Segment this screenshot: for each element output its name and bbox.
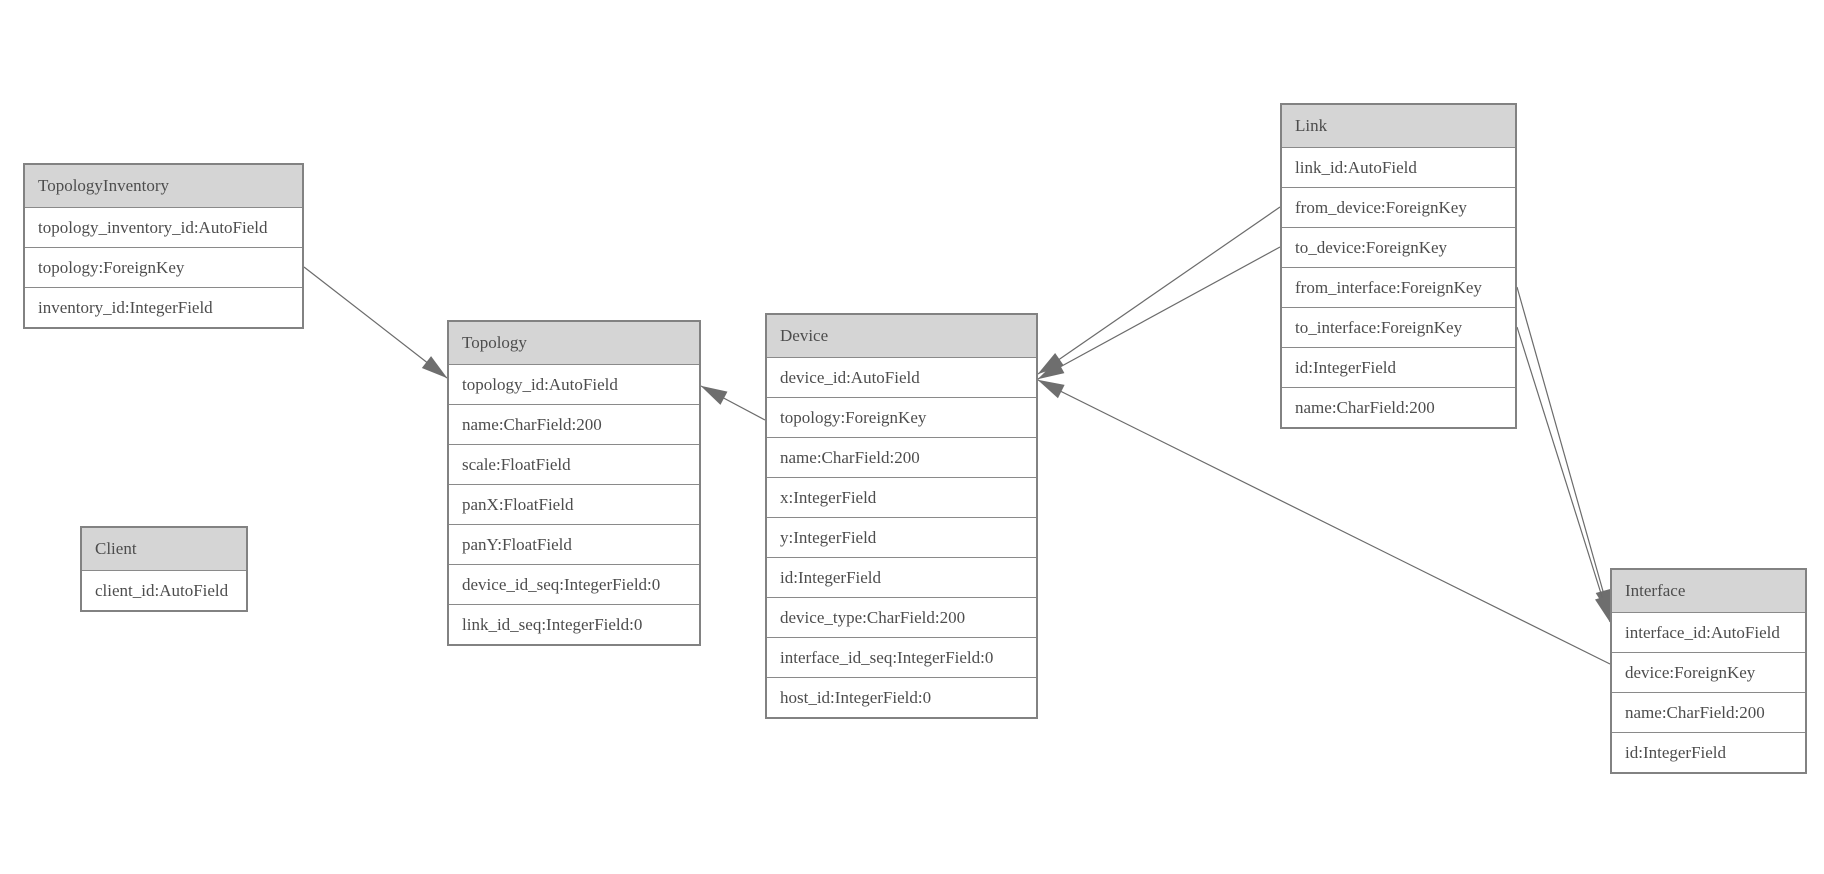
- field-row: client_id:AutoField: [82, 570, 246, 610]
- field-row: link_id_seq:IntegerField:0: [449, 604, 699, 644]
- field-row: id:IntegerField: [1282, 347, 1515, 387]
- field-row: link_id:AutoField: [1282, 147, 1515, 187]
- field-row: topology_id:AutoField: [449, 364, 699, 404]
- entity-title: Client: [82, 528, 246, 570]
- field-row: device_type:CharField:200: [767, 597, 1036, 637]
- field-row: topology:ForeignKey: [25, 247, 302, 287]
- field-row: y:IntegerField: [767, 517, 1036, 557]
- relation-edge: [1037, 379, 1611, 665]
- relation-edge: [1037, 206, 1281, 375]
- field-row: device_id_seq:IntegerField:0: [449, 564, 699, 604]
- field-row: to_interface:ForeignKey: [1282, 307, 1515, 347]
- entity-title: Topology: [449, 322, 699, 364]
- entity-title: Link: [1282, 105, 1515, 147]
- field-row: device:ForeignKey: [1612, 652, 1805, 692]
- entity-title: Device: [767, 315, 1036, 357]
- field-row: name:CharField:200: [767, 437, 1036, 477]
- field-row: device_id:AutoField: [767, 357, 1036, 397]
- field-row: id:IntegerField: [1612, 732, 1805, 772]
- field-row: from_device:ForeignKey: [1282, 187, 1515, 227]
- field-row: from_interface:ForeignKey: [1282, 267, 1515, 307]
- relation-edge: [1516, 286, 1611, 617]
- field-row: name:CharField:200: [449, 404, 699, 444]
- field-row: inventory_id:IntegerField: [25, 287, 302, 327]
- relation-edge: [1037, 246, 1281, 380]
- relation-edge: [1516, 326, 1611, 623]
- field-row: id:IntegerField: [767, 557, 1036, 597]
- field-row: topology_inventory_id:AutoField: [25, 207, 302, 247]
- field-row: panX:FloatField: [449, 484, 699, 524]
- relation-edge: [303, 266, 448, 379]
- field-row: interface_id_seq:IntegerField:0: [767, 637, 1036, 677]
- field-row: name:CharField:200: [1612, 692, 1805, 732]
- entity-title: Interface: [1612, 570, 1805, 612]
- field-row: to_device:ForeignKey: [1282, 227, 1515, 267]
- field-row: topology:ForeignKey: [767, 397, 1036, 437]
- relation-edge: [700, 385, 766, 421]
- field-row: interface_id:AutoField: [1612, 612, 1805, 652]
- field-row: host_id:IntegerField:0: [767, 677, 1036, 717]
- field-row: name:CharField:200: [1282, 387, 1515, 427]
- field-row: x:IntegerField: [767, 477, 1036, 517]
- entity-title: TopologyInventory: [25, 165, 302, 207]
- field-row: panY:FloatField: [449, 524, 699, 564]
- field-row: scale:FloatField: [449, 444, 699, 484]
